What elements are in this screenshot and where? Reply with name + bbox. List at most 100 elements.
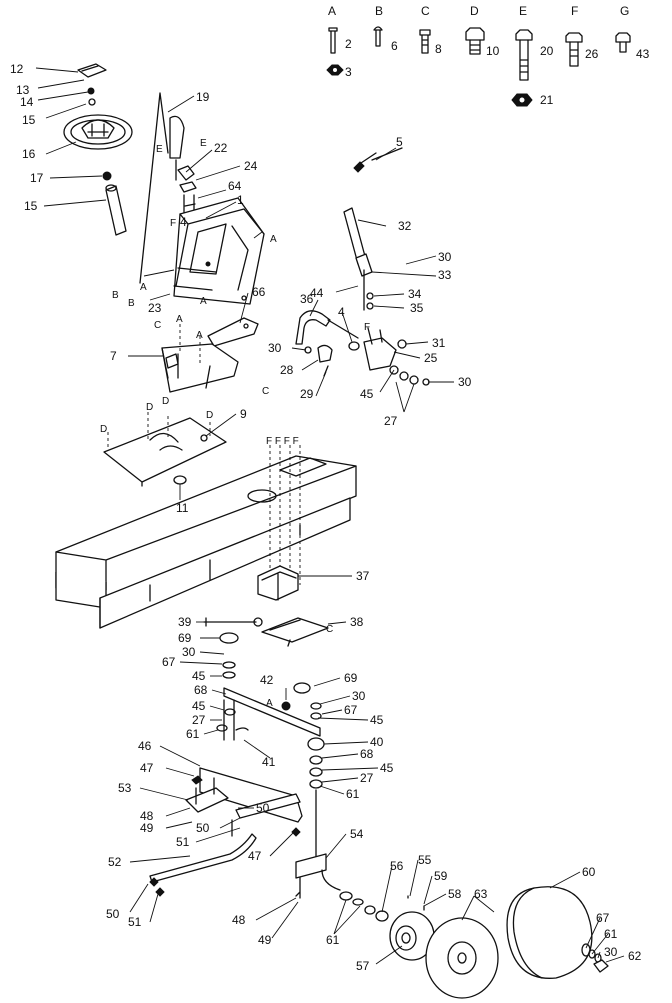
mark-a-4: A <box>176 314 183 325</box>
callout-16: 16 <box>22 147 36 161</box>
key-letter-g: G <box>620 4 629 18</box>
key-letter-d: D <box>470 4 479 18</box>
steering-linkage <box>149 632 341 899</box>
callout-47-lower: 47 <box>248 849 262 863</box>
callout-12: 12 <box>10 62 24 76</box>
leader-lines <box>35 67 625 965</box>
callout-9: 9 <box>240 407 247 421</box>
callout-35: 35 <box>410 301 424 315</box>
callout-48-upper: 48 <box>140 809 154 823</box>
callout-22: 22 <box>214 141 228 155</box>
callout-11: 11 <box>176 501 189 515</box>
key-part-26: 26 <box>585 47 599 61</box>
bolt-f-icon <box>565 32 583 43</box>
callout-67-left: 67 <box>162 655 176 669</box>
callout-56: 56 <box>390 859 404 873</box>
callout-30-left: 30 <box>268 341 282 355</box>
floor-plate <box>103 412 227 487</box>
tie-rod-52 <box>149 833 257 883</box>
callout-67-wheel: 67 <box>596 911 610 925</box>
mark-d-3: D <box>206 410 213 421</box>
callout-47-upper: 47 <box>140 761 154 775</box>
callout-49-upper: 49 <box>140 821 154 835</box>
callout-23: 23 <box>148 301 162 315</box>
bolt-c-icon <box>419 29 431 54</box>
mark-d-2: D <box>162 396 169 407</box>
callout-50-mid: 50 <box>196 821 210 835</box>
key-letter-e: E <box>519 4 527 18</box>
callout-68-right: 68 <box>360 747 374 761</box>
mark-f-frame: F F F F <box>266 436 299 447</box>
callout-62: 62 <box>628 949 642 963</box>
callout-63: 63 <box>474 887 488 901</box>
callout-33: 33 <box>438 268 452 282</box>
callout-29: 29 <box>300 387 314 401</box>
callout-27-link-left: 27 <box>192 713 206 727</box>
mark-a-2: A <box>140 282 147 293</box>
callout-44: 44 <box>310 286 324 300</box>
key-letter-c: C <box>421 4 430 18</box>
callout-36: 36 <box>300 292 314 306</box>
callout-45-link-top: 45 <box>192 669 206 683</box>
callout-15-lower: 15 <box>24 199 38 213</box>
callout-61-link-left: 61 <box>186 727 200 741</box>
callout-55: 55 <box>418 853 432 867</box>
tractor-frame <box>55 445 357 629</box>
mark-c-2: C <box>262 386 269 397</box>
callout-13: 13 <box>16 83 30 97</box>
callout-69-right: 69 <box>344 671 358 685</box>
callout-1: 1 <box>237 193 244 207</box>
callout-42: 42 <box>260 673 274 687</box>
callout-64: 64 <box>228 179 242 193</box>
callout-24: 24 <box>244 159 258 173</box>
mark-c-1: C <box>154 320 161 331</box>
bolt-e-icon <box>515 29 533 41</box>
bolt-d-icon <box>465 27 485 41</box>
callout-59: 59 <box>434 869 448 883</box>
callout-46: 46 <box>138 739 152 753</box>
mark-d-1: D <box>146 402 153 413</box>
sector-gear-25 <box>363 337 397 371</box>
callout-45-link-left: 45 <box>192 699 206 713</box>
key-part-20: 20 <box>540 44 554 58</box>
mark-e-2: E <box>200 138 207 149</box>
tire-63 <box>425 917 499 999</box>
callout-69-left: 69 <box>178 631 192 645</box>
bolt-b-icon <box>373 26 383 47</box>
callout-58: 58 <box>448 887 462 901</box>
callout-51-upper: 51 <box>176 835 190 849</box>
cap-plate <box>77 63 107 78</box>
callout-30-link-left: 30 <box>182 645 196 659</box>
callout-37: 37 <box>356 569 370 583</box>
hardware-letter-marks: E E F A B A B A C A A C D D D D F F F F … <box>100 138 370 709</box>
callout-60: 60 <box>582 865 596 879</box>
callout-52: 52 <box>108 855 122 869</box>
callout-38: 38 <box>350 615 364 629</box>
dash-console <box>173 197 265 305</box>
callout-40: 40 <box>370 735 384 749</box>
callout-30-link-right: 30 <box>352 689 366 703</box>
callout-61-hub: 61 <box>604 927 618 941</box>
callout-51-lower: 51 <box>128 915 142 929</box>
mark-a-5: A <box>196 330 203 341</box>
mark-f: F <box>170 218 176 229</box>
callout-41: 41 <box>262 755 276 769</box>
callout-30-hub: 30 <box>604 945 618 959</box>
callout-57: 57 <box>356 959 370 973</box>
mark-a-6: A <box>266 698 273 709</box>
callout-5: 5 <box>396 135 403 149</box>
grommet-11 <box>173 475 187 485</box>
key-letter-f: F <box>571 4 578 18</box>
mark-b-2: B <box>128 298 135 309</box>
bolt-g-icon <box>615 32 631 43</box>
callout-25: 25 <box>424 351 438 365</box>
callout-27-gear: 27 <box>384 414 398 428</box>
key-part-21: 21 <box>540 93 554 107</box>
callout-4-gear: 4 <box>338 305 345 319</box>
callout-4-upper: 4 <box>180 215 187 229</box>
steering-column <box>139 92 197 284</box>
mark-b-1: B <box>112 290 119 301</box>
key-part-2: 2 <box>345 37 352 51</box>
steering-wheel-assembly <box>63 63 133 236</box>
